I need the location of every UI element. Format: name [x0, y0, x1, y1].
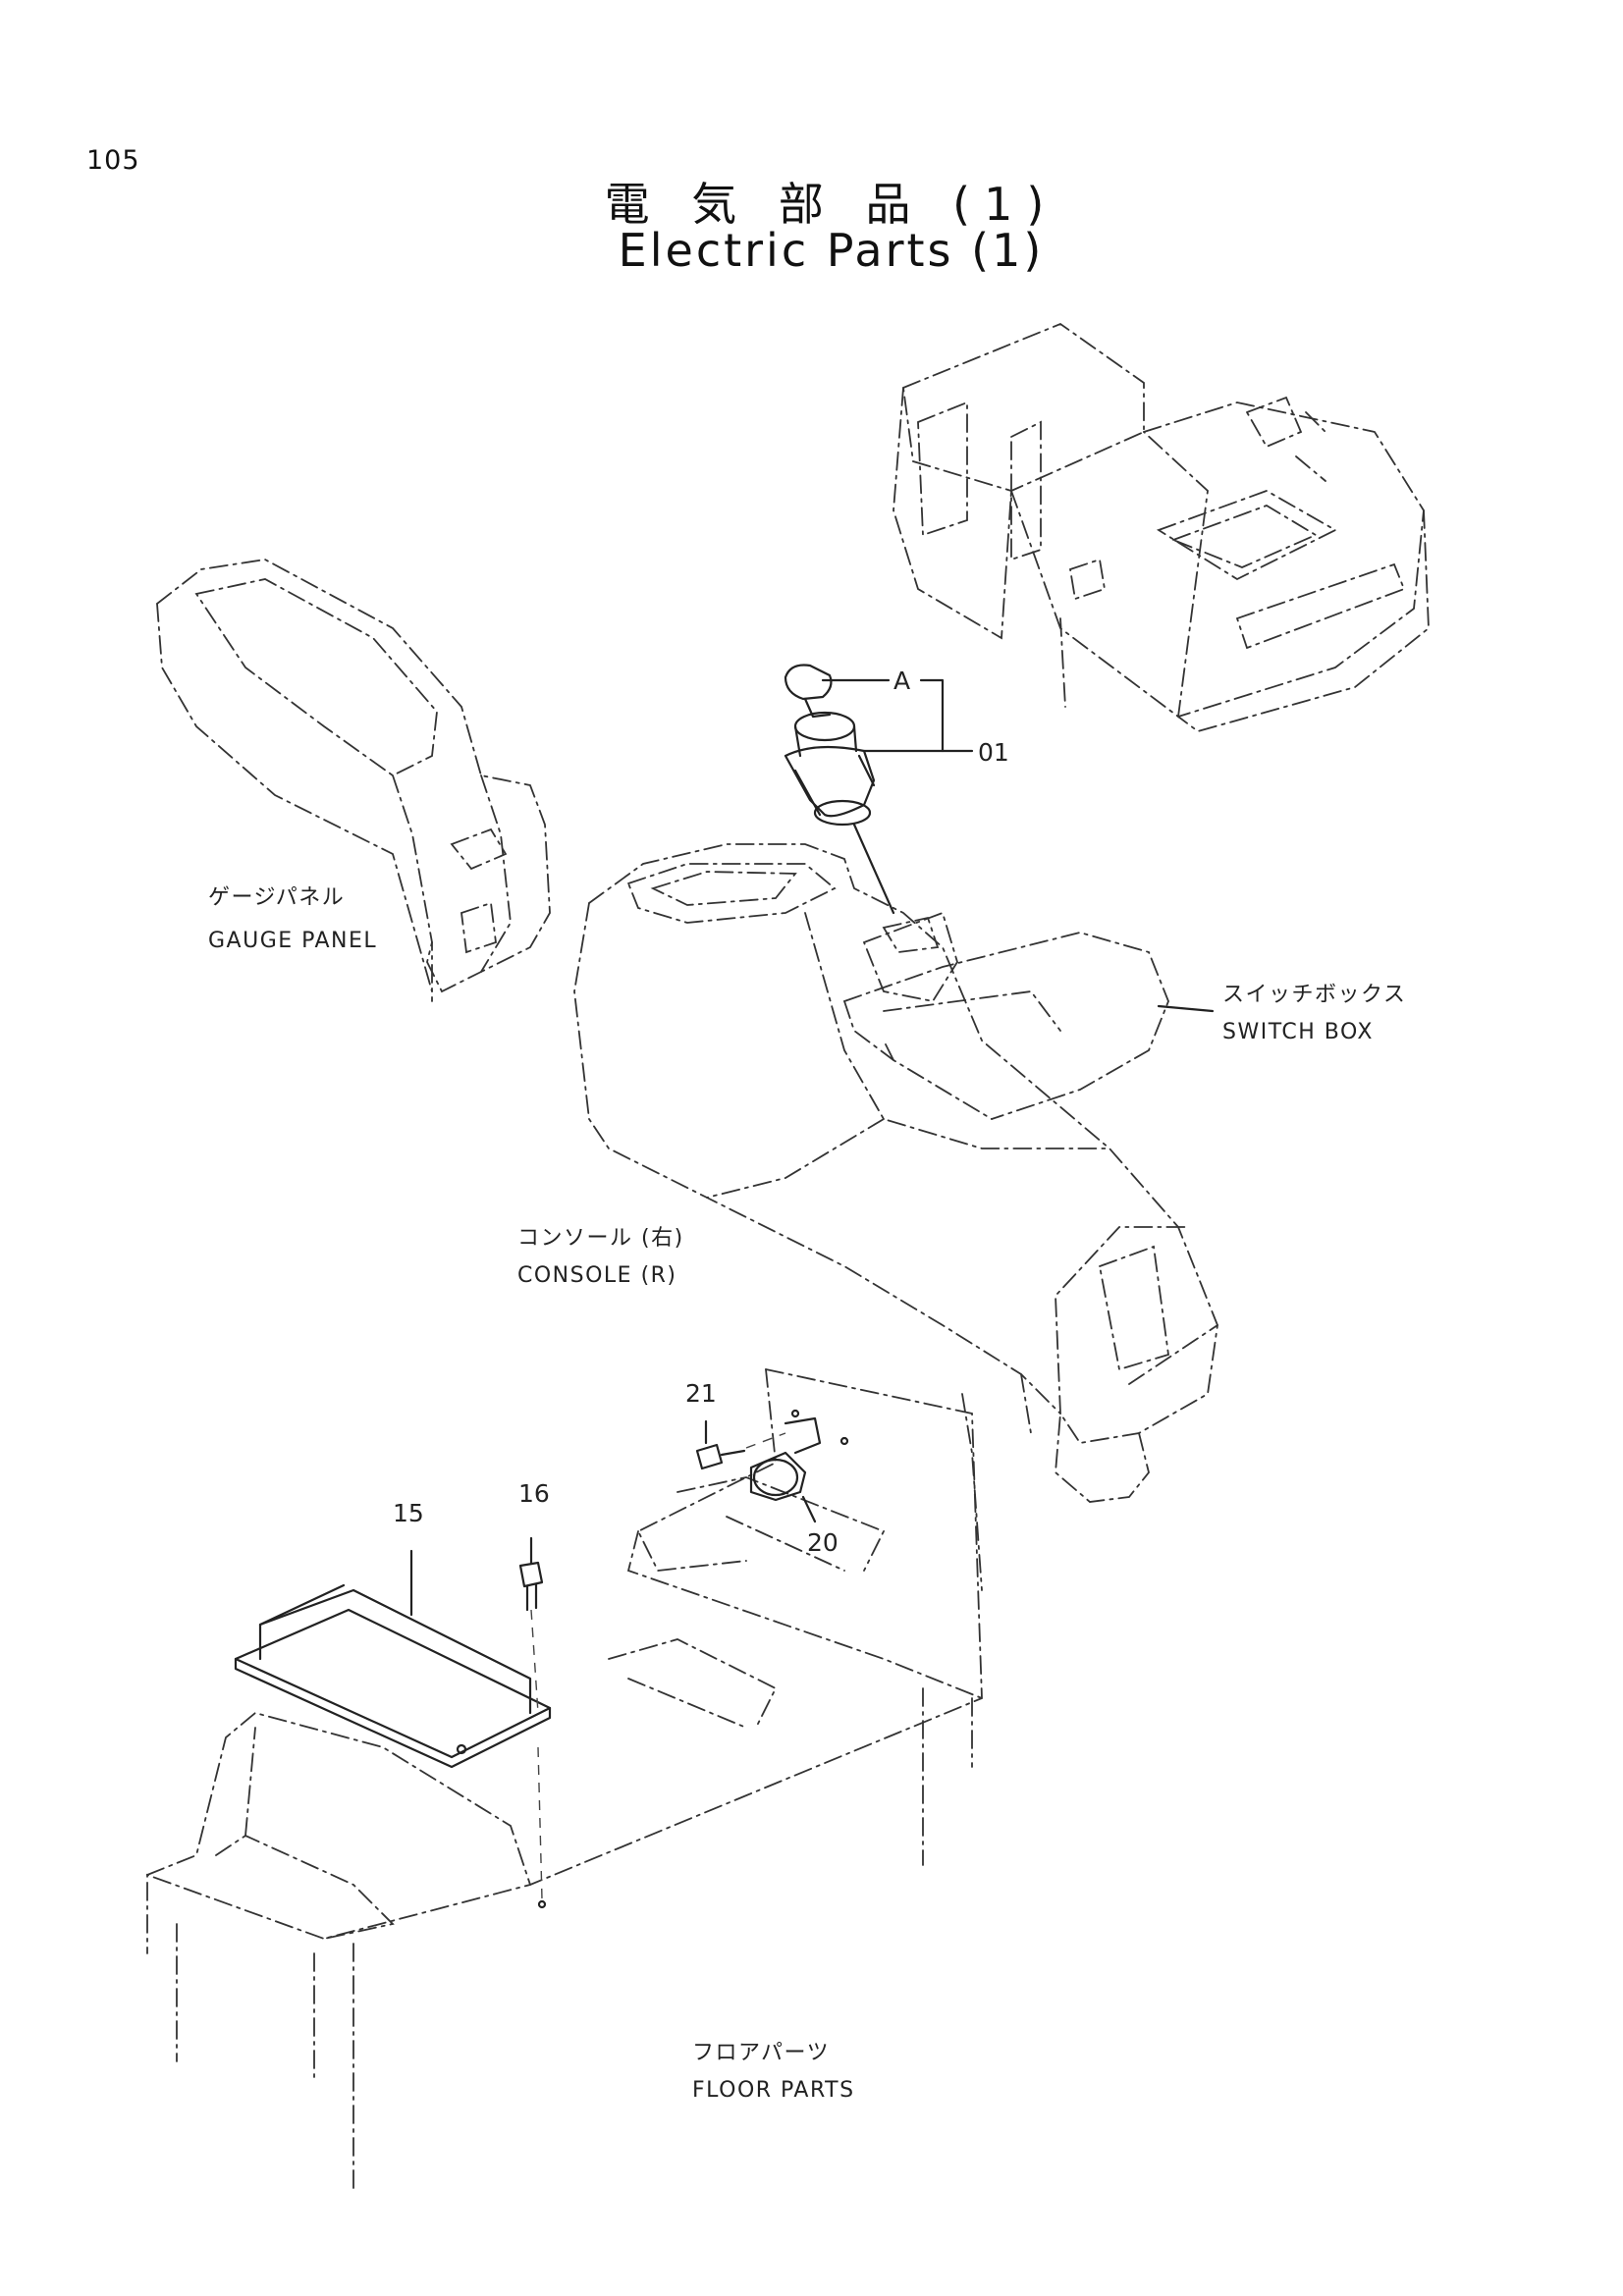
callout-a: A [893, 667, 910, 695]
switch-box-label-jp: スイッチボックス [1222, 983, 1406, 1007]
floor-parts-label-jp: フロアパーツ [692, 2041, 830, 2065]
part-15-drawing [234, 1583, 552, 1769]
callout-01: 01 [978, 738, 1009, 767]
switch-box-label-en: SWITCH BOX [1222, 1020, 1374, 1044]
switch-box-drawing [843, 911, 1169, 1120]
key-switch-drawing [784, 664, 895, 915]
console-label-jp: コンソール (右) [517, 1226, 684, 1251]
callout-21: 21 [685, 1379, 717, 1408]
floor-parts-drawing [146, 1368, 983, 2190]
callout-16: 16 [518, 1479, 550, 1508]
floor-parts-label-en: FLOOR PARTS [692, 2078, 855, 2103]
console-label-en: CONSOLE (R) [517, 1263, 677, 1288]
gauge-panel-label-jp: ゲージパネル [208, 885, 345, 910]
gauge-panel-drawing [156, 559, 551, 1002]
callout-20: 20 [807, 1528, 839, 1557]
callout-15: 15 [393, 1499, 424, 1527]
page-title-japanese: 電 気 部 品 (1) [604, 178, 1058, 231]
part-20-21-drawing [695, 1409, 849, 1502]
gauge-panel-label-en: GAUGE PANEL [208, 929, 377, 953]
part-16-drawing [518, 1561, 547, 1909]
excavator-overview [893, 322, 1430, 732]
leader-lines [409, 678, 1215, 1617]
page-number: 105 [86, 145, 140, 176]
page-title-english: Electric Parts (1) [618, 224, 1045, 277]
console-drawing [573, 843, 1218, 1503]
